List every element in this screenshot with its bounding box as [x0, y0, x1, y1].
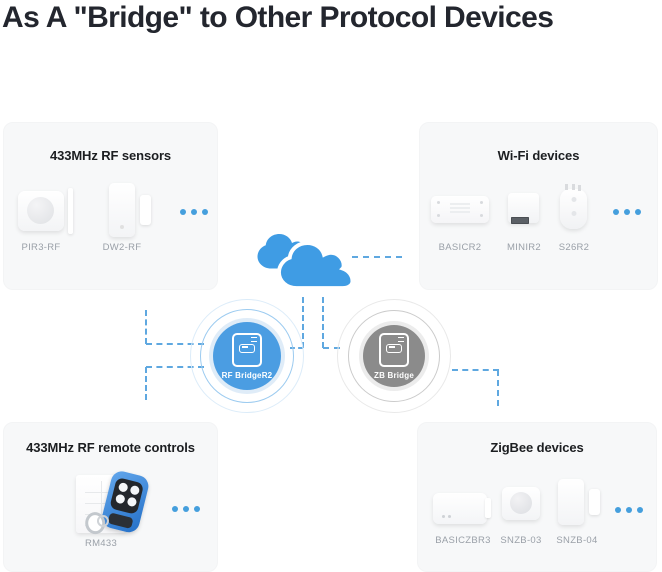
cloud-icon	[250, 226, 360, 296]
device-label: DW2-RF	[102, 242, 142, 253]
pir3-rf-sensor-icon	[18, 188, 73, 234]
keyfob-remote-icon	[84, 469, 151, 535]
panel-wifi-title: Wi-Fi devices	[497, 148, 580, 163]
basicr2-switch-icon	[431, 196, 489, 223]
connector-cloud-to-zb-bridge-v	[322, 297, 324, 348]
rf-bridge-icon: RF BridgeR2	[213, 322, 281, 390]
device-label: SNZB-03	[500, 535, 542, 546]
panel-rf-remotes: 433MHz RF remote controls RM433	[3, 422, 218, 572]
page-title: As A "Bridge" to Other Protocol Devices	[2, 1, 554, 34]
rf-bridge-device: RF BridgeR2	[190, 299, 304, 413]
connector-zigbee-h	[452, 369, 499, 371]
more-devices-icon	[613, 209, 641, 215]
panel-rf-sensors: 433MHz RF sensors PIR3-RF DW2-RF	[3, 122, 218, 290]
connector-rf-sensors-v	[145, 310, 147, 344]
rf-bridge-label: RF BridgeR2	[221, 370, 273, 380]
more-devices-icon	[180, 209, 208, 215]
panel-zigbee-title: ZigBee devices	[490, 440, 584, 455]
connector-cloud-to-zb-bridge-h	[323, 347, 340, 349]
bridge-infographic: As A "Bridge" to Other Protocol Devices …	[0, 0, 662, 553]
snzb04-door-sensor-icon	[558, 479, 600, 525]
more-devices-icon	[615, 507, 643, 513]
device-label: BASICZBR3	[435, 535, 491, 546]
panel-rf-sensors-title: 433MHz RF sensors	[49, 148, 172, 163]
device-label: SNZB-04	[556, 535, 598, 546]
zb-bridge-device: ZB Bridge	[337, 299, 451, 413]
connector-rf-remotes-v	[145, 367, 147, 400]
device-label: MINIR2	[507, 242, 541, 253]
device-label: BASICR2	[438, 242, 482, 253]
zb-bridge-inner-ring	[348, 310, 440, 402]
device-label: S26R2	[558, 242, 590, 253]
rf-bridge-outer-ring	[190, 299, 304, 413]
snzb03-motion-sensor-icon	[502, 487, 540, 520]
minir2-switch-icon	[508, 193, 539, 224]
dw2-rf-sensor-icon	[109, 183, 151, 237]
more-devices-icon	[172, 506, 200, 512]
connector-zigbee-v	[497, 370, 499, 406]
panel-wifi-devices: Wi-Fi devices BASICR2 MINIR2 S26R2	[419, 122, 658, 290]
zb-bridge-label: ZB Bridge	[373, 370, 415, 380]
rf-bridge-inner-ring	[200, 309, 294, 403]
panel-rf-remotes-title: 433MHz RF remote controls	[26, 440, 195, 455]
s26r2-plug-icon	[560, 184, 587, 229]
connector-rf-sensors-h	[146, 343, 204, 345]
panel-zigbee-devices: ZigBee devices BASICZBR3 SNZB-03 SNZB-04	[417, 422, 657, 572]
device-label: PIR3-RF	[21, 242, 61, 253]
connector-cloud-to-wifi	[352, 256, 402, 258]
connector-cloud-to-rf-bridge-v	[302, 297, 304, 348]
zb-bridge-outer-ring	[337, 299, 451, 413]
zb-bridge-icon: ZB Bridge	[363, 325, 425, 387]
connector-rf-remotes-h	[146, 366, 204, 368]
basiczbr3-switch-icon	[433, 493, 491, 524]
device-label: RM433	[84, 538, 118, 549]
